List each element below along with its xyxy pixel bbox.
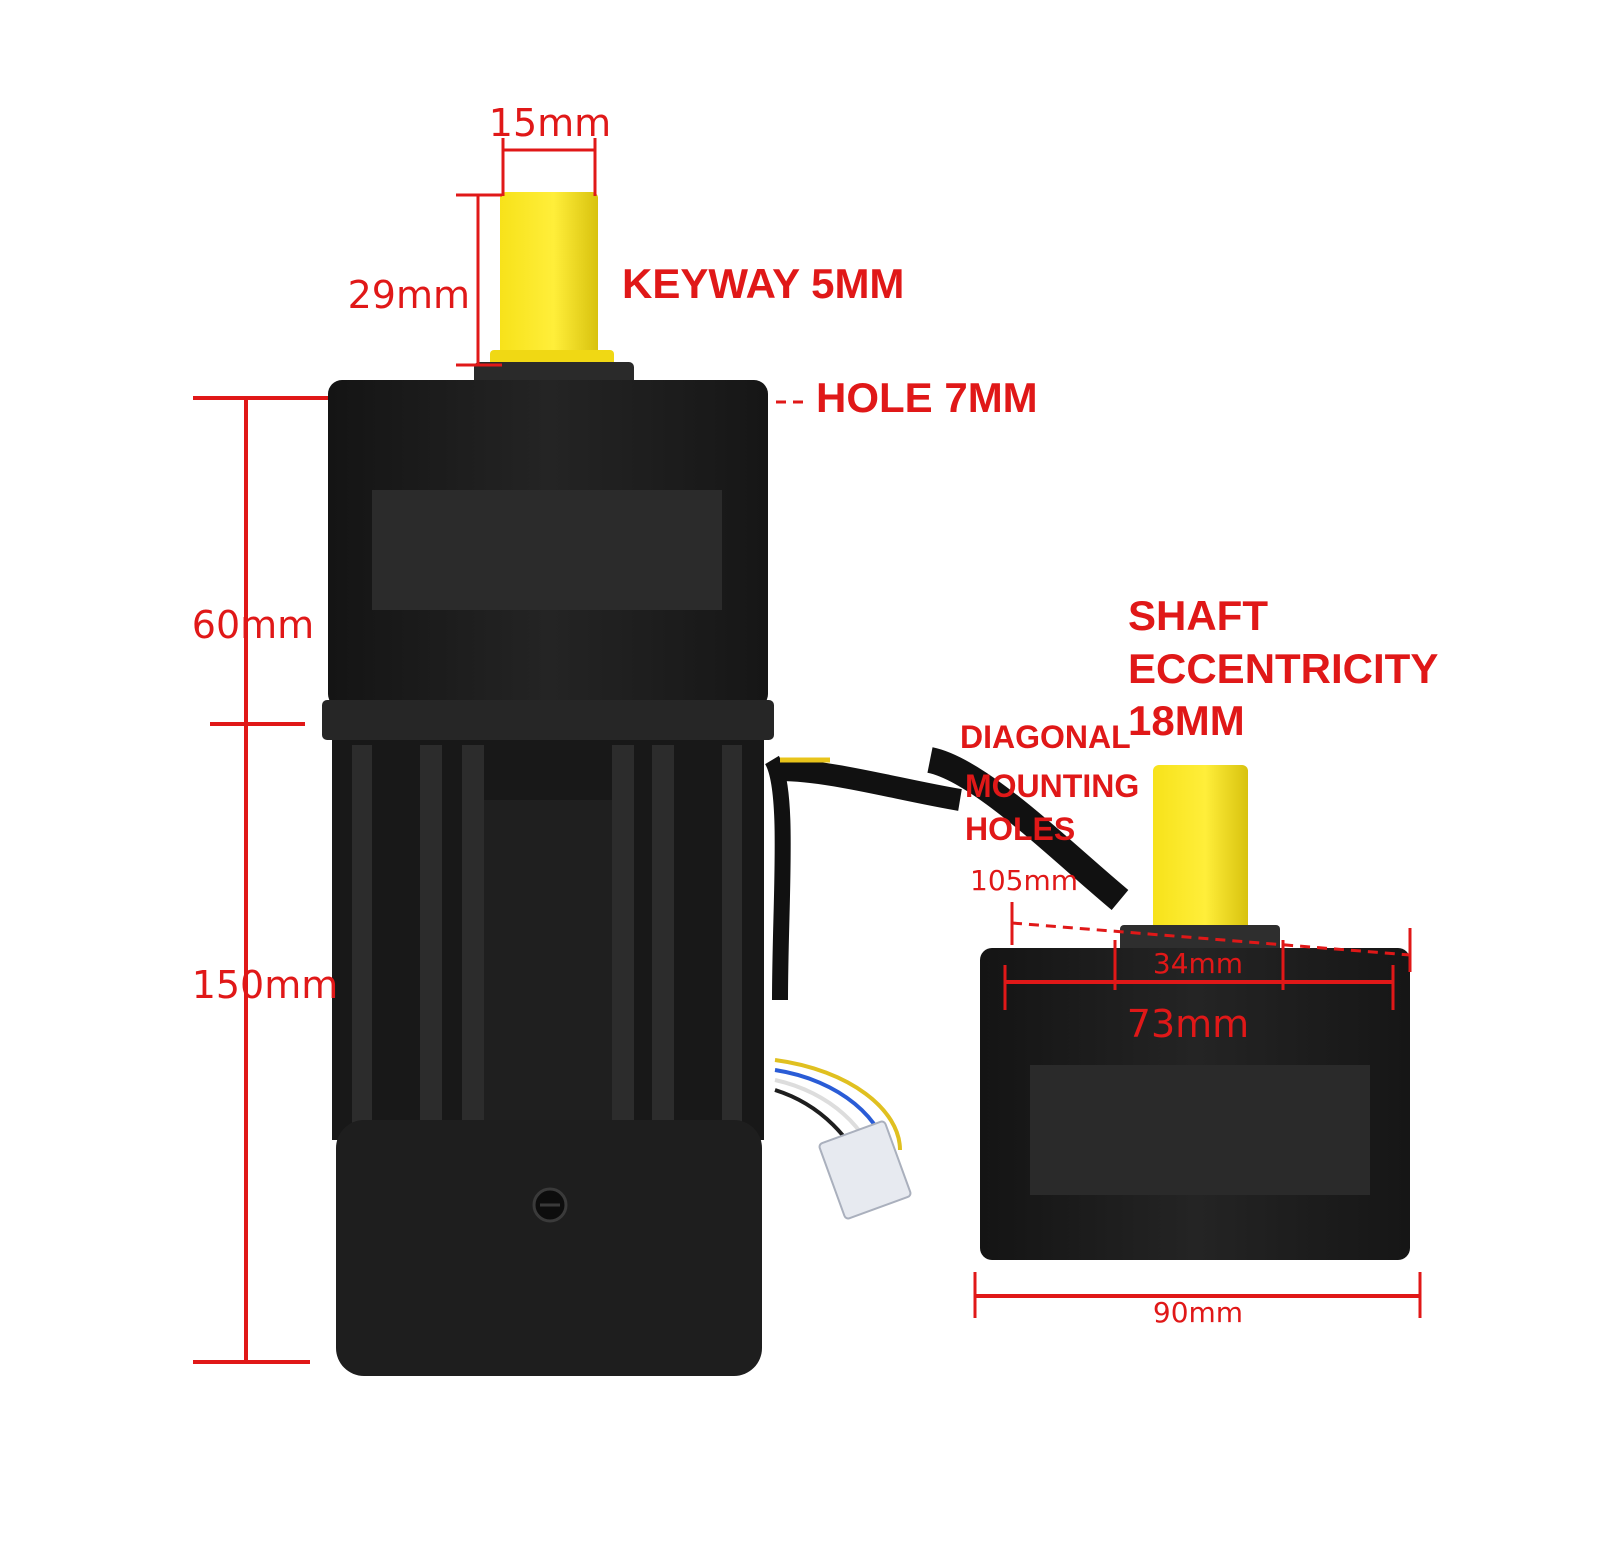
hole-label: HOLE 7MM: [816, 374, 1038, 421]
diagonal-value-label: 105mm: [970, 864, 1078, 897]
dimension-lines: [193, 138, 1422, 1364]
gearbox-label-area: [372, 490, 722, 610]
end-view-gearbox: [980, 765, 1410, 1260]
gearbox-flange: [322, 700, 774, 740]
diagonal-label-line2: MOUNTING: [965, 768, 1139, 804]
end-view-boss: [1120, 925, 1280, 955]
eccentricity-label-line1: SHAFT: [1128, 592, 1268, 639]
cooling-fins: [352, 745, 742, 1135]
output-shaft: [500, 192, 598, 362]
motor-height-label: 150mm: [192, 963, 339, 1007]
shaft-width-label: 15mm: [489, 101, 611, 145]
rear-cap: [336, 1120, 762, 1376]
inner-width-label: 73mm: [1127, 1002, 1249, 1046]
keyway-label: KEYWAY 5MM: [622, 260, 904, 307]
side-view-motor: [322, 192, 1129, 1376]
wire-connector: [818, 1120, 912, 1220]
outer-width-label: 90mm: [1153, 1296, 1243, 1329]
shaft-length-label: 29mm: [348, 273, 470, 317]
boss-width-label: 34mm: [1153, 947, 1243, 980]
end-view-shaft: [1153, 765, 1248, 935]
eccentricity-label-line3: 18MM: [1128, 697, 1245, 744]
eccentricity-label-line2: ECCENTRICITY: [1128, 645, 1438, 692]
end-view-label-area: [1030, 1065, 1370, 1195]
motor-cable: [764, 755, 791, 1001]
diagonal-label-line3: HOLES: [965, 811, 1075, 847]
motor-label-area: [484, 800, 612, 1130]
gearbox-height-label: 60mm: [192, 603, 314, 647]
diagonal-label-line1: DIAGONAL: [960, 719, 1131, 755]
